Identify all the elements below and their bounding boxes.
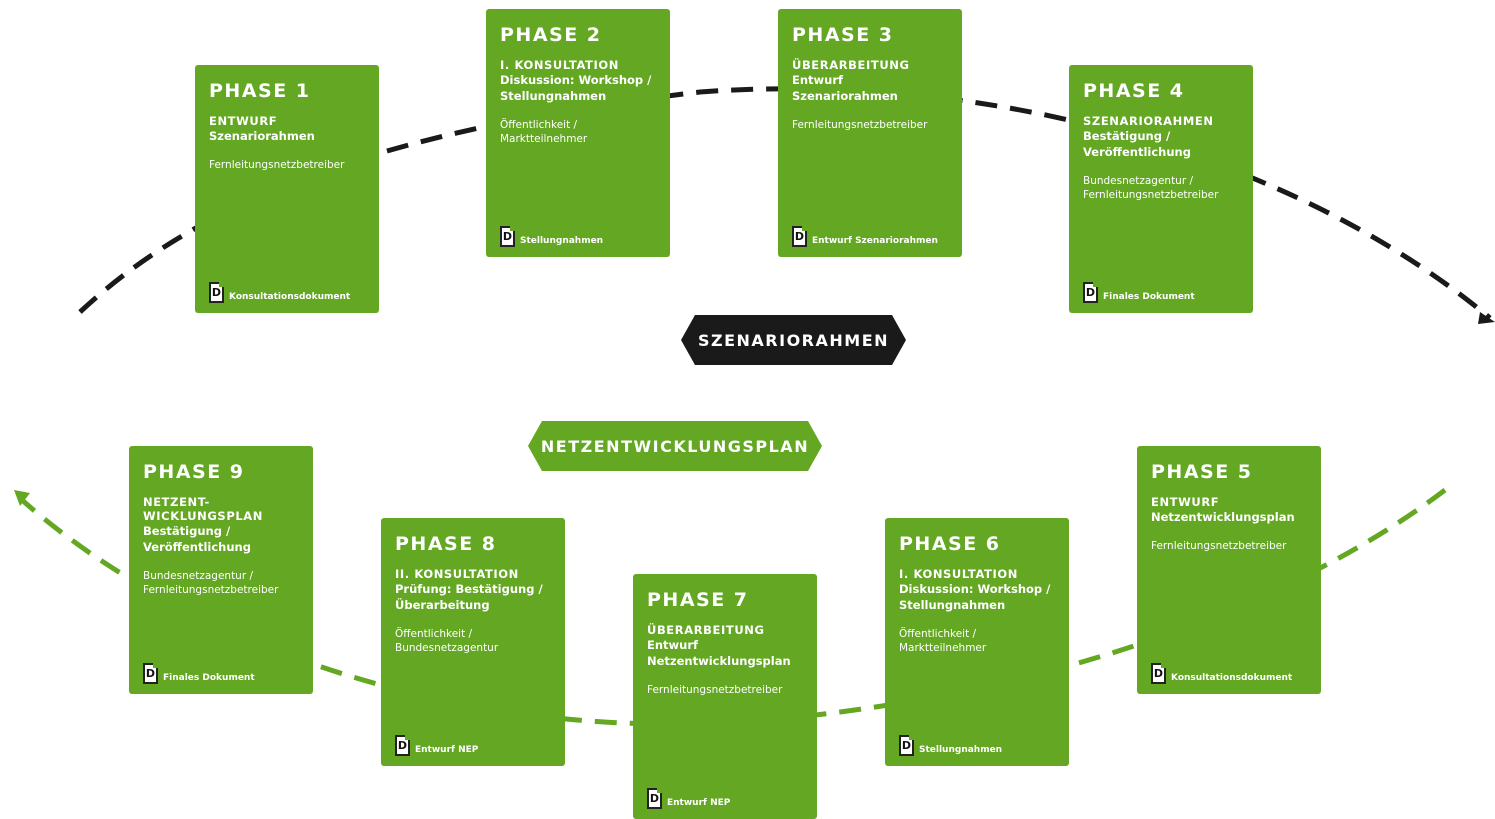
document-icon: D	[209, 282, 224, 303]
phase-actor: Fernleitungsnetzbetreiber	[647, 684, 783, 696]
phase-heading: PHASE 4	[1083, 80, 1185, 102]
phase-heading: PHASE 9	[143, 461, 245, 483]
phase-card-3: PHASE 3 ÜBERARBEITUNG Entwurf Szenariora…	[778, 9, 962, 257]
phase-document: D Finales Dokument	[1083, 282, 1195, 303]
phase-subtitle: Netzentwicklungsplan	[1151, 510, 1295, 524]
phase-title: ENTWURF	[1151, 495, 1220, 509]
phase-title: ÜBERARBEITUNG	[792, 58, 910, 72]
banner-netzentwicklungsplan: NETZENTWICKLUNGSPLAN	[528, 421, 822, 471]
phase-document: D Entwurf NEP	[647, 788, 730, 809]
phase-card-1: PHASE 1 ENTWURF Szenariorahmen Fernleitu…	[195, 65, 379, 313]
phase-heading: PHASE 5	[1151, 461, 1253, 483]
phase-subtitle: Bestätigung / Veröffentlichung	[143, 524, 251, 554]
phase-subtitle: Bestätigung / Veröffentlichung	[1083, 129, 1191, 159]
document-label: Konsultationsdokument	[229, 292, 351, 302]
phase-actor: Bundesnetzagentur / Fernleitungsnetzbetr…	[143, 570, 279, 596]
phase-heading: PHASE 3	[792, 24, 894, 46]
phase-heading: PHASE 7	[647, 589, 749, 611]
phase-title: I. KONSULTATION	[500, 58, 619, 72]
phase-subtitle: Diskussion: Workshop / Stellungnahmen	[500, 73, 652, 103]
phase-document: D Konsultationsdokument	[1151, 663, 1292, 684]
document-label: Entwurf NEP	[667, 798, 731, 808]
bottom-arrowhead	[14, 490, 30, 506]
document-icon: D	[1151, 663, 1166, 684]
phase-card-6: PHASE 6 I. KONSULTATION Diskussion: Work…	[885, 518, 1069, 766]
phase-card-9: PHASE 9 NETZENT- WICKLUNGSPLAN Bestätigu…	[129, 446, 313, 694]
document-icon: D	[143, 663, 158, 684]
phase-title: SZENARIORAHMEN	[1083, 114, 1214, 128]
phase-actor: Öffentlichkeit / Marktteilnehmer	[500, 119, 588, 145]
phase-actor: Öffentlichkeit / Bundesnetzagentur	[395, 628, 499, 654]
document-icon: D	[1083, 282, 1098, 303]
banner-szenariorahmen-label: SZENARIORAHMEN	[697, 330, 890, 350]
phase-document: D Entwurf NEP	[395, 735, 478, 756]
phase-card-8: PHASE 8 II. KONSULTATION Prüfung: Bestät…	[381, 518, 565, 766]
phase-actor: Fernleitungsnetzbetreiber	[1151, 540, 1287, 552]
banner-szenariorahmen: SZENARIORAHMEN	[681, 315, 906, 365]
document-icon: D	[792, 226, 807, 247]
phase-actor: Fernleitungsnetzbetreiber	[209, 159, 345, 171]
phase-subtitle: Szenariorahmen	[209, 129, 315, 143]
phase-heading: PHASE 2	[500, 24, 602, 46]
document-label: Finales Dokument	[1103, 292, 1195, 302]
phase-actor: Fernleitungsnetzbetreiber	[792, 119, 928, 131]
phase-document: D Entwurf Szenariorahmen	[792, 226, 938, 247]
phase-title: NETZENT- WICKLUNGSPLAN	[143, 495, 263, 523]
phase-subtitle: Prüfung: Bestätigung / Überarbeitung	[395, 582, 543, 612]
phase-title: II. KONSULTATION	[395, 567, 519, 581]
phase-card-4: PHASE 4 SZENARIORAHMEN Bestätigung / Ver…	[1069, 65, 1253, 313]
banner-netzentwicklungsplan-label: NETZENTWICKLUNGSPLAN	[540, 436, 810, 456]
phase-title: ÜBERARBEITUNG	[647, 623, 765, 637]
document-icon: D	[899, 735, 914, 756]
phase-heading: PHASE 6	[899, 533, 1001, 555]
phase-document: D Stellungnahmen	[500, 226, 603, 247]
phase-document: D Konsultationsdokument	[209, 282, 350, 303]
phase-subtitle: Entwurf Szenariorahmen	[792, 73, 898, 103]
phase-subtitle: Entwurf Netzentwicklungsplan	[647, 638, 791, 668]
phase-actor: Öffentlichkeit / Marktteilnehmer	[899, 628, 987, 654]
top-arrowhead	[1478, 312, 1495, 324]
document-label: Stellungnahmen	[919, 745, 1003, 755]
document-icon: D	[500, 226, 515, 247]
phase-heading: PHASE 8	[395, 533, 497, 555]
phase-document: D Finales Dokument	[143, 663, 255, 684]
document-icon: D	[395, 735, 410, 756]
phase-title: I. KONSULTATION	[899, 567, 1018, 581]
document-label: Konsultationsdokument	[1171, 673, 1293, 683]
document-label: Entwurf Szenariorahmen	[812, 236, 938, 246]
document-label: Stellungnahmen	[520, 236, 604, 246]
phase-heading: PHASE 1	[209, 80, 311, 102]
phase-subtitle: Diskussion: Workshop / Stellungnahmen	[899, 582, 1051, 612]
phase-actor: Bundesnetzagentur / Fernleitungsnetzbetr…	[1083, 175, 1219, 201]
phase-card-7: PHASE 7 ÜBERARBEITUNG Entwurf Netzentwic…	[633, 574, 817, 819]
phase-card-2: PHASE 2 I. KONSULTATION Diskussion: Work…	[486, 9, 670, 257]
phase-title: ENTWURF	[209, 114, 278, 128]
document-icon: D	[647, 788, 662, 809]
phase-card-5: PHASE 5 ENTWURF Netzentwicklungsplan Fer…	[1137, 446, 1321, 694]
document-label: Entwurf NEP	[415, 745, 479, 755]
document-label: Finales Dokument	[163, 673, 255, 683]
phase-document: D Stellungnahmen	[899, 735, 1002, 756]
